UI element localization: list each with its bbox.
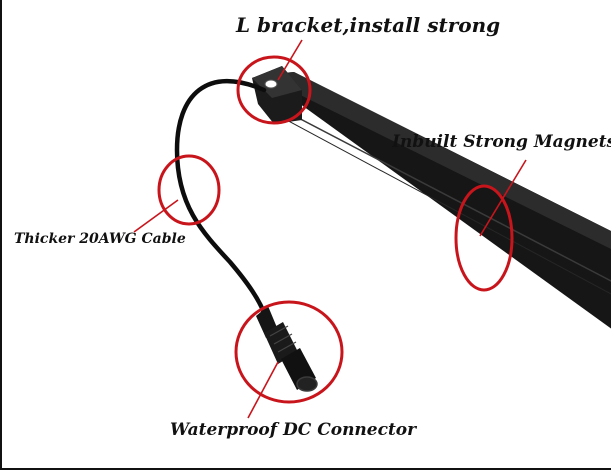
pointer-line-bracket	[277, 39, 303, 81]
callout-magnets: Inbuilt Strong Magnets	[392, 132, 611, 152]
highlight-ring-bracket	[236, 55, 312, 125]
dc-connector	[256, 306, 318, 392]
bracket-hole	[264, 79, 278, 89]
highlight-ring-cable	[157, 154, 221, 226]
pointer-line-connector	[247, 361, 279, 419]
callout-connector: Waterproof DC Connector	[170, 420, 417, 440]
led-bar-profile	[260, 72, 611, 329]
callout-l-bracket: L bracket,install strong	[236, 13, 501, 37]
highlight-ring-connector	[234, 300, 344, 404]
callout-cable: Thicker 20AWG Cable	[14, 231, 186, 247]
power-cable	[174, 78, 269, 321]
highlight-ring-magnets	[454, 184, 514, 292]
pointer-line-magnets	[479, 159, 527, 237]
pointer-line-cable	[133, 199, 179, 233]
